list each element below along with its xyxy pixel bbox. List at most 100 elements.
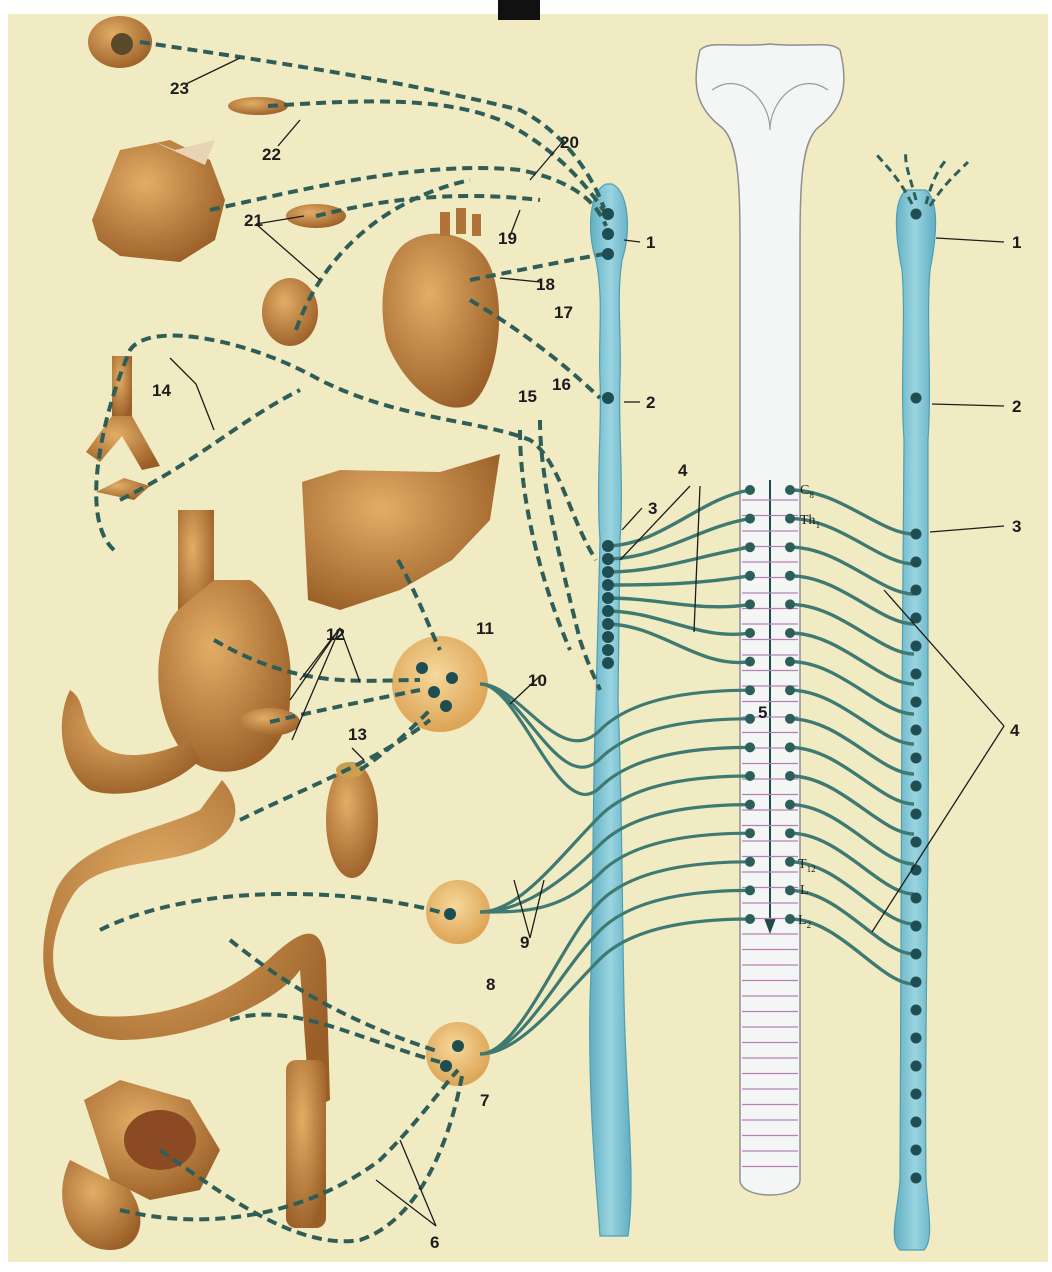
left-trunk-ganglion	[602, 208, 614, 220]
cord-root-left	[745, 685, 755, 695]
right-trunk-ganglion	[911, 1145, 922, 1156]
label-12: 12	[326, 625, 345, 644]
label-10: 10	[528, 671, 547, 690]
cord-root-right	[785, 571, 795, 581]
cord-root-left	[745, 885, 755, 895]
ganglion-nucleus	[440, 1060, 452, 1072]
cord-root-left	[745, 485, 755, 495]
label-19: 19	[498, 229, 517, 248]
cord-root-right	[785, 599, 795, 609]
cord-root-right	[785, 914, 795, 924]
rectum-icon	[286, 1060, 326, 1228]
right-trunk-ganglion	[911, 977, 922, 988]
cord-root-left	[745, 714, 755, 724]
label-3-left: 3	[648, 499, 657, 518]
celiac-ganglion	[392, 636, 488, 732]
right-trunk-ganglion	[911, 393, 922, 404]
left-trunk-ganglion	[602, 618, 614, 630]
left-trunk-ganglion	[602, 228, 614, 240]
label-21: 21	[244, 211, 263, 230]
cord-root-left	[745, 828, 755, 838]
right-trunk-ganglion	[911, 921, 922, 932]
cord-root-left	[745, 914, 755, 924]
label-9: 9	[520, 933, 529, 952]
label-1-left: 1	[646, 233, 655, 252]
cord-root-left	[745, 514, 755, 524]
right-trunk-ganglion	[911, 1061, 922, 1072]
cord-root-right	[785, 800, 795, 810]
left-trunk-ganglion	[602, 605, 614, 617]
cord-root-right	[785, 714, 795, 724]
cord-root-right	[785, 657, 795, 667]
label-8: 8	[486, 975, 495, 994]
label-23: 23	[170, 79, 189, 98]
right-trunk-ganglion	[911, 949, 922, 960]
cord-root-right	[785, 857, 795, 867]
right-trunk-ganglion	[911, 585, 922, 596]
right-trunk-ganglion	[911, 1173, 922, 1184]
label-6: 6	[430, 1233, 439, 1252]
right-trunk-ganglion	[911, 641, 922, 652]
right-trunk-ganglion	[911, 557, 922, 568]
left-trunk-ganglion	[602, 392, 614, 404]
label-3-right: 3	[1012, 517, 1021, 536]
cord-root-left	[745, 742, 755, 752]
label-7: 7	[480, 1091, 489, 1110]
cord-root-left	[745, 857, 755, 867]
cord-root-right	[785, 514, 795, 524]
right-trunk-ganglion	[911, 529, 922, 540]
ganglion-nucleus	[428, 686, 440, 698]
kidney-icon	[326, 762, 378, 878]
label-16: 16	[552, 375, 571, 394]
ganglion-nucleus	[440, 700, 452, 712]
right-trunk-ganglion	[911, 697, 922, 708]
left-trunk-ganglion	[602, 579, 614, 591]
cord-root-right	[785, 685, 795, 695]
cord-root-left	[745, 571, 755, 581]
label-22: 22	[262, 145, 281, 164]
left-trunk-ganglion	[602, 657, 614, 669]
right-trunk-ganglion	[911, 209, 922, 220]
left-trunk-ganglion	[602, 644, 614, 656]
right-trunk-ganglion	[911, 809, 922, 820]
right-trunk-ganglion	[911, 753, 922, 764]
left-trunk-ganglion	[602, 631, 614, 643]
label-14: 14	[152, 381, 171, 400]
cord-root-left	[745, 628, 755, 638]
lacrimal-gland-icon	[228, 97, 288, 115]
label-2-left: 2	[646, 393, 655, 412]
cord-root-right	[785, 542, 795, 552]
label-15: 15	[518, 387, 537, 406]
label-5: 5	[758, 703, 767, 722]
right-trunk-ganglion	[911, 1033, 922, 1044]
right-trunk-ganglion	[911, 837, 922, 848]
cord-root-right	[785, 828, 795, 838]
right-trunk-ganglion	[911, 781, 922, 792]
cord-root-right	[785, 771, 795, 781]
right-trunk-ganglion	[911, 669, 922, 680]
right-trunk-ganglion	[911, 725, 922, 736]
cord-root-right	[785, 485, 795, 495]
ganglion-nucleus	[416, 662, 428, 674]
label-1-right: 1	[1012, 233, 1021, 252]
ganglion-nucleus	[444, 908, 456, 920]
right-trunk-ganglion	[911, 1117, 922, 1128]
cord-root-right	[785, 628, 795, 638]
right-trunk-ganglion	[911, 1089, 922, 1100]
cord-root-left	[745, 800, 755, 810]
ganglion-nucleus	[446, 672, 458, 684]
left-trunk-ganglion	[602, 248, 614, 260]
right-trunk-ganglion	[911, 893, 922, 904]
label-13: 13	[348, 725, 367, 744]
left-trunk-ganglion	[602, 592, 614, 604]
right-trunk-ganglion	[911, 1005, 922, 1016]
label-4-left: 4	[678, 461, 688, 480]
label-18: 18	[536, 275, 555, 294]
ganglion-nucleus	[452, 1040, 464, 1052]
label-11: 11	[476, 619, 494, 638]
label-4-right: 4	[1010, 721, 1020, 740]
label-2-right: 2	[1012, 397, 1021, 416]
label-17: 17	[554, 303, 573, 322]
